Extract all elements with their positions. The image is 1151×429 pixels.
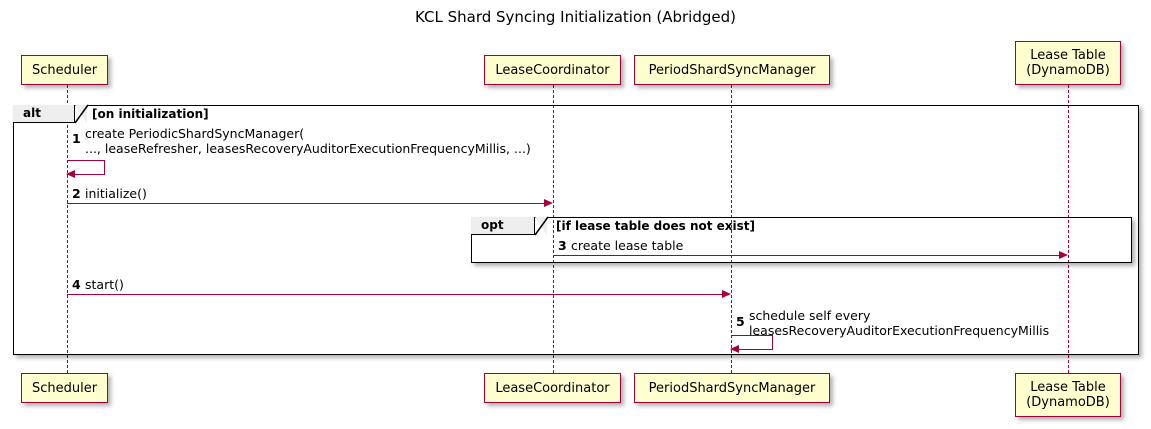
- opt-frame-tab: opt: [471, 217, 535, 235]
- message-2-arrowhead-icon: [544, 199, 553, 207]
- participant-label: Scheduler: [31, 62, 98, 78]
- lifeline-scheduler: [67, 85, 68, 373]
- participant-label: Lease Table (DynamoDB): [1026, 48, 1110, 78]
- message-4-arrowhead-icon: [722, 290, 731, 298]
- message-3-label: create lease table: [571, 238, 684, 253]
- alt-frame-tab-label: alt: [23, 106, 41, 120]
- message-5-label: schedule self every leasesRecoveryAudito…: [749, 308, 1050, 338]
- alt-frame-tab-corner-edge: [74, 104, 89, 124]
- diagram-title: KCL Shard Syncing Initialization (Abridg…: [415, 8, 736, 26]
- participant-period-shard-sync-manager-top[interactable]: PeriodShardSyncManager: [634, 55, 830, 85]
- message-5-self-right: [772, 335, 773, 349]
- participant-lease-table-top[interactable]: Lease Table (DynamoDB): [1015, 41, 1121, 85]
- participant-label: PeriodShardSyncManager: [648, 380, 816, 396]
- message-5-self-bottom: [731, 349, 773, 350]
- message-1-self-top: [67, 160, 105, 161]
- alt-frame-condition: [on initialization]: [92, 107, 209, 121]
- participant-label: PeriodShardSyncManager: [648, 62, 816, 78]
- participant-scheduler-bottom[interactable]: Scheduler: [21, 373, 108, 403]
- participant-label: LeaseCoordinator: [495, 62, 610, 78]
- message-1-number: 1: [72, 131, 81, 146]
- message-4-line: [67, 294, 723, 295]
- message-1-self-bottom: [67, 174, 105, 175]
- message-3-line: [553, 255, 1060, 256]
- lifeline-lease-coordinator: [553, 85, 554, 373]
- lifeline-period-shard-sync-manager: [731, 85, 732, 373]
- participant-label: Lease Table (DynamoDB): [1026, 380, 1110, 410]
- participant-lease-table-bottom[interactable]: Lease Table (DynamoDB): [1015, 373, 1121, 417]
- alt-tab-diagonal-icon: [74, 104, 89, 124]
- message-2-label: initialize(): [85, 186, 147, 201]
- message-1-arrowhead-icon: [66, 170, 75, 178]
- opt-frame-tab-label: opt: [481, 218, 504, 232]
- participant-scheduler-top[interactable]: Scheduler: [21, 55, 108, 85]
- participant-lease-coordinator-top[interactable]: LeaseCoordinator: [484, 55, 621, 85]
- message-5-self-top: [731, 335, 773, 336]
- opt-tab-diagonal-icon: [534, 216, 549, 236]
- alt-frame: [13, 105, 1139, 355]
- participant-period-shard-sync-manager-bottom[interactable]: PeriodShardSyncManager: [634, 373, 830, 403]
- participant-lease-coordinator-bottom[interactable]: LeaseCoordinator: [484, 373, 621, 403]
- lifeline-lease-table: [1068, 85, 1069, 373]
- opt-frame-condition: [if lease table does not exist]: [556, 219, 756, 233]
- message-2-number: 2: [72, 186, 81, 201]
- message-1-self-right: [104, 160, 105, 174]
- message-3-arrowhead-icon: [1059, 251, 1068, 259]
- message-4-number: 4: [72, 277, 81, 292]
- opt-frame-tab-corner-edge: [534, 216, 549, 236]
- alt-frame-tab: alt: [13, 105, 75, 123]
- opt-frame: [471, 217, 1132, 263]
- message-4-label: start(): [85, 277, 124, 292]
- participant-label: LeaseCoordinator: [495, 380, 610, 396]
- message-2-line: [67, 203, 545, 204]
- message-3-number: 3: [558, 238, 567, 253]
- message-5-arrowhead-icon: [730, 345, 739, 353]
- message-1-label: create PeriodicShardSyncManager( ..., le…: [85, 126, 531, 156]
- participant-label: Scheduler: [31, 380, 98, 396]
- message-5-number: 5: [736, 314, 745, 329]
